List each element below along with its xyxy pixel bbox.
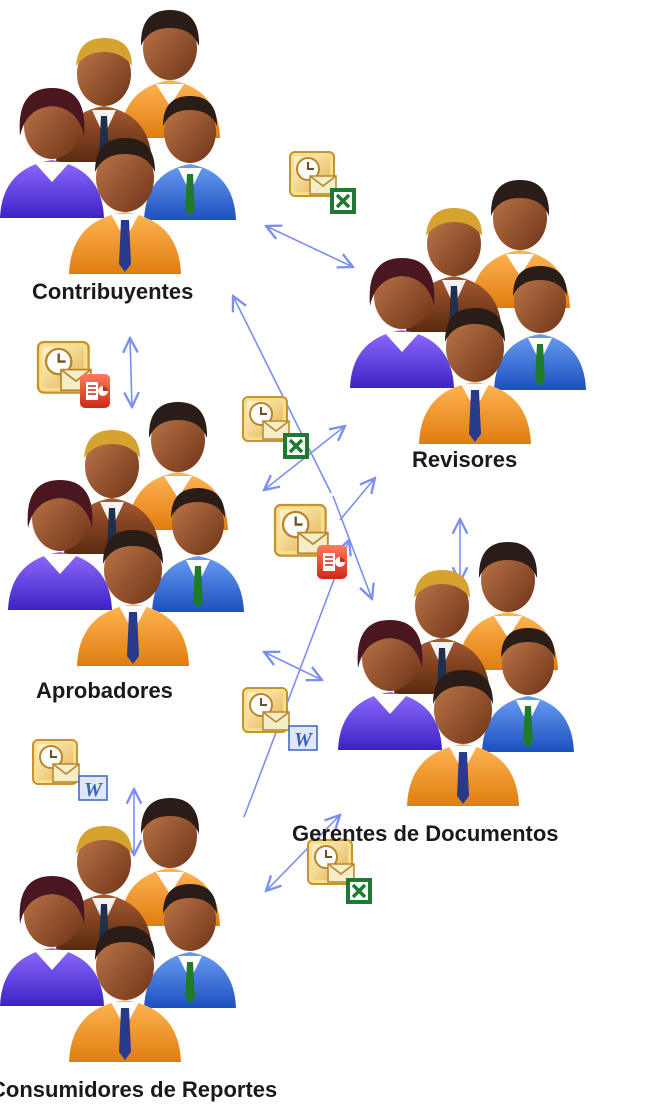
powerpoint-icon — [316, 544, 348, 580]
people-group-consumidores — [0, 798, 236, 1062]
arrow-contrib-revisores — [266, 226, 353, 267]
arrow-mid-to-revisores — [339, 478, 375, 521]
icon-pair-word-2 — [32, 739, 108, 802]
icon-pair-excel-3 — [307, 839, 374, 906]
label-gerentes: Gerentes de Documentos — [292, 821, 559, 846]
powerpoint-icon — [79, 373, 111, 409]
arrow-mid-to-contrib — [233, 296, 332, 494]
arrows — [130, 226, 460, 891]
calendar-mail-icon — [307, 839, 355, 885]
word-icon — [288, 725, 318, 752]
word-icon — [78, 775, 108, 802]
excel-icon — [344, 876, 374, 906]
excel-icon — [281, 431, 311, 461]
excel-icon — [328, 186, 358, 216]
arrow-contrib-aprob — [130, 338, 132, 407]
people-group-gerentes — [338, 542, 574, 806]
arrow-consum-to-mid — [243, 540, 349, 818]
calendar-mail-icon — [289, 151, 337, 197]
label-aprobadores: Aprobadores — [36, 678, 173, 703]
icon-pair-ppt-1 — [36, 340, 111, 409]
calendar-mail-icon — [32, 739, 80, 785]
arrow-mid-to-gerentes — [332, 495, 372, 599]
icon-pair-word-1 — [242, 687, 318, 752]
icon-pair-excel-1 — [289, 151, 358, 216]
people-group-contribuyentes — [0, 10, 236, 274]
calendar-mail-icon — [242, 687, 290, 733]
people-group-aprobadores — [8, 402, 244, 666]
people-group-revisores — [350, 180, 586, 444]
label-contribuyentes: Contribuyentes — [32, 279, 194, 304]
label-consumidores: Consumidores de Reportes — [0, 1077, 278, 1102]
calendar-mail-icon — [242, 396, 290, 442]
arrow-aprob-gerentes — [264, 652, 322, 680]
arrow-consum-gerentes — [266, 815, 340, 891]
icon-pair-ppt-2 — [273, 503, 348, 580]
label-revisores: Revisores — [412, 447, 518, 472]
